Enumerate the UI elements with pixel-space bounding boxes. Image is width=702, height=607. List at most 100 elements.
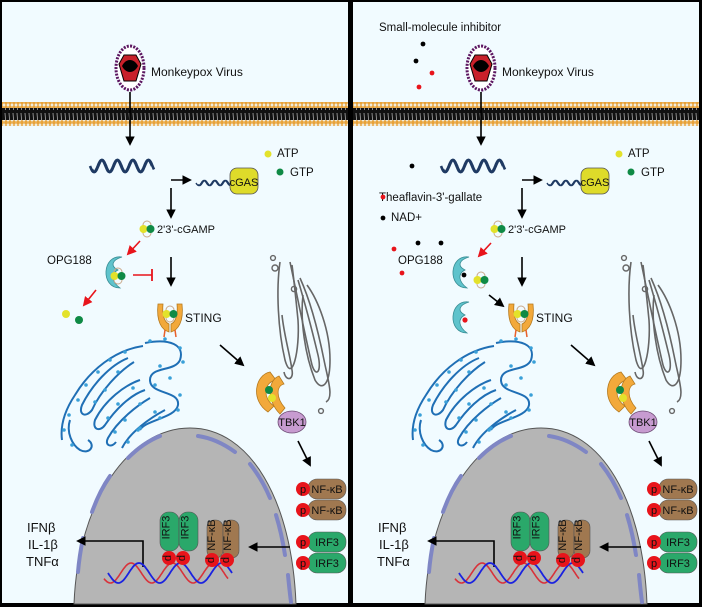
- er-cisterna: [457, 397, 502, 447]
- monkeypox-virus: [465, 44, 497, 92]
- monkeypox-virus: [114, 44, 146, 92]
- virus-core: [473, 60, 489, 72]
- golgi-cisterna: [299, 277, 331, 403]
- nfkb-nuclear-label: NF-κB: [222, 519, 234, 550]
- nfkb-nuclear-label: NF-κB: [206, 519, 218, 550]
- ribosome-dot: [153, 383, 157, 387]
- golgi-cisterna: [289, 261, 321, 373]
- dna-strand-red: [103, 562, 229, 584]
- sting-tm-left: [163, 329, 166, 338]
- ribosome-dot: [168, 376, 172, 380]
- ribosome-dot: [477, 440, 481, 444]
- nfkb-cytoplasmic-label: NF-κB: [662, 484, 693, 496]
- sting-monomer-left: [508, 303, 521, 333]
- ribosome-dot: [421, 443, 425, 447]
- ribosome-dot: [474, 418, 478, 422]
- golgi-vesicle: [317, 407, 325, 415]
- free-cgamp: [473, 271, 489, 289]
- phospho-circle: [647, 482, 661, 496]
- phospho-circle: [220, 553, 234, 567]
- tbk1-to-tf-arrow: [648, 440, 662, 467]
- phospho-label: p: [176, 555, 188, 561]
- ribosome-dot: [467, 370, 471, 374]
- gene-label: IFNβ: [27, 520, 55, 535]
- ribosome-dot: [113, 430, 117, 434]
- er-cisterna: [93, 379, 146, 431]
- ribosome-dot: [116, 402, 120, 406]
- ribosome-dot: [103, 388, 107, 392]
- membrane-inner-heads: [2, 120, 348, 126]
- phospho-group: p: [647, 556, 661, 570]
- endoplasmic-reticulum: [60, 337, 185, 453]
- phospho-group: p: [556, 553, 570, 567]
- irf3-nuclear-label: IRF3: [531, 516, 543, 540]
- theaflavin-molecule: [429, 70, 435, 76]
- irf3-cytoplasmic-label: IRF3: [315, 558, 339, 570]
- cgas-label: cGAS: [581, 177, 610, 189]
- ribosome-dot: [108, 358, 112, 362]
- gene-label: IL-1β: [28, 537, 58, 552]
- sting-active-right: [269, 375, 286, 415]
- golgi-cisterna: [281, 314, 294, 380]
- viral-dsdna-strand-2: [90, 158, 156, 174]
- ribosome-dot: [527, 408, 531, 412]
- phospho-group: p: [527, 551, 541, 565]
- tbk1-to-tf-arrow: [297, 440, 311, 467]
- nfkb-nuclear: NF-κB: [206, 519, 224, 559]
- phospho-label: p: [300, 537, 306, 549]
- phospho-group: p: [220, 553, 234, 567]
- plasma-membrane: [2, 102, 348, 126]
- sting-monomer-right: [170, 303, 183, 333]
- phospho-circle: [513, 551, 527, 565]
- cgamp-atp-moiety: [473, 276, 482, 284]
- phospho-label: p: [571, 557, 583, 563]
- phospho-group: p: [647, 535, 661, 549]
- nad-molecule: [413, 58, 419, 64]
- sting-tbk1-complex: TBK1: [256, 371, 307, 434]
- ribosome-dot: [529, 346, 533, 350]
- gene-label: IFNβ: [378, 520, 406, 535]
- phospho-label: p: [300, 558, 306, 570]
- ribosome-dot: [106, 416, 110, 420]
- phospho-circle: [162, 551, 176, 565]
- nuclear-pore: [90, 474, 112, 514]
- ribosome-dot: [504, 410, 508, 414]
- phospho-circle: [176, 551, 190, 565]
- er-cisterna: [444, 379, 497, 431]
- nfkb-nuclear-label: NF-κB: [573, 519, 585, 550]
- nuclear-dna: [103, 562, 233, 584]
- nfkb-nuclear: NF-κB: [222, 519, 240, 559]
- sting-monomer-left: [157, 303, 170, 333]
- gene-label: IL-1β: [379, 537, 409, 552]
- ribosome-dot: [76, 398, 80, 402]
- cgamp-gtp-moiety: [497, 225, 506, 233]
- ribosome-dot: [138, 402, 142, 406]
- virus-label: Monkeypox Virus: [151, 65, 243, 79]
- dna-strand-blue: [458, 562, 584, 584]
- theaflavin-molecule: [391, 246, 397, 252]
- phospho-label: p: [513, 555, 525, 561]
- ribosome-dot: [158, 364, 162, 368]
- ribosome-dot: [457, 416, 461, 420]
- opg188-enzyme-theaflavin-bound: [452, 301, 470, 334]
- panel-left: Monkeypox ViruscGASATPGTP2'3'-cGAMPOPG18…: [2, 2, 348, 605]
- irf3-cytoplasmic: IRF3: [307, 531, 347, 553]
- transcription-arrow: [76, 536, 144, 567]
- ribosome-dot: [504, 383, 508, 387]
- nuclear-pore: [274, 513, 287, 557]
- sting-tm-right: [174, 329, 177, 338]
- nad-molecule: [438, 240, 444, 246]
- phospho-circle: [296, 482, 310, 496]
- er-cisterna: [60, 345, 144, 441]
- phospho-label: p: [651, 484, 657, 496]
- ribosome-dot: [418, 413, 422, 417]
- ribosome-dot: [482, 386, 486, 390]
- ribosome-dot: [474, 350, 478, 354]
- irf3-nuclear: IRF3: [529, 511, 550, 552]
- irf3-cytoplasmic: IRF3: [307, 552, 347, 574]
- phospho-circle: [296, 503, 310, 517]
- phospho-label: p: [220, 557, 232, 563]
- ribosome-dot: [178, 393, 182, 397]
